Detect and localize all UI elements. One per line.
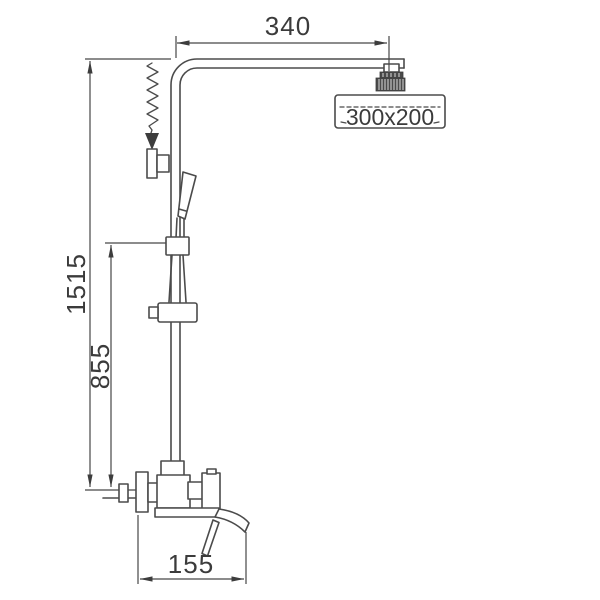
dim-hand-shower-height-label: 855	[85, 343, 115, 389]
mixer-handle-base	[201, 472, 221, 510]
mixer-wall-plate	[135, 471, 149, 513]
wall-bracket	[146, 148, 170, 179]
ribbed-nut	[375, 71, 406, 92]
pipe-connector	[160, 460, 185, 477]
dimension-spout-reach: 155	[137, 515, 247, 584]
shower-arm-and-riser-pipe	[170, 58, 405, 462]
hose-cone	[168, 254, 187, 303]
dim-total-height-label: 1515	[61, 253, 91, 315]
dim-head-size-label: 300x200	[346, 104, 434, 130]
hand-shower-holder	[165, 236, 190, 256]
spring-symbol	[145, 62, 159, 150]
mixer-cartridge	[187, 481, 204, 500]
mixer-lever	[201, 519, 220, 557]
slider-bracket	[148, 302, 198, 323]
spout-top-plate	[154, 507, 220, 518]
hand-shower	[175, 171, 197, 239]
mixer-body	[135, 468, 221, 518]
mixer-handle-notch	[206, 468, 217, 475]
down-arrow-icon	[145, 133, 159, 150]
dimension-arm-reach: 340	[175, 11, 390, 71]
dim-spout-reach-label: 155	[168, 549, 214, 579]
waterfall-spout	[214, 508, 250, 533]
dimension-hand-shower-height: 855	[85, 242, 166, 488]
mixer-wall-connection	[85, 483, 137, 503]
dimension-total-height: 1515	[61, 58, 171, 488]
rain-shower-head	[334, 94, 446, 129]
dim-arm-reach-label: 340	[265, 11, 311, 41]
slider-knob	[148, 306, 159, 319]
head-connector	[383, 63, 400, 73]
